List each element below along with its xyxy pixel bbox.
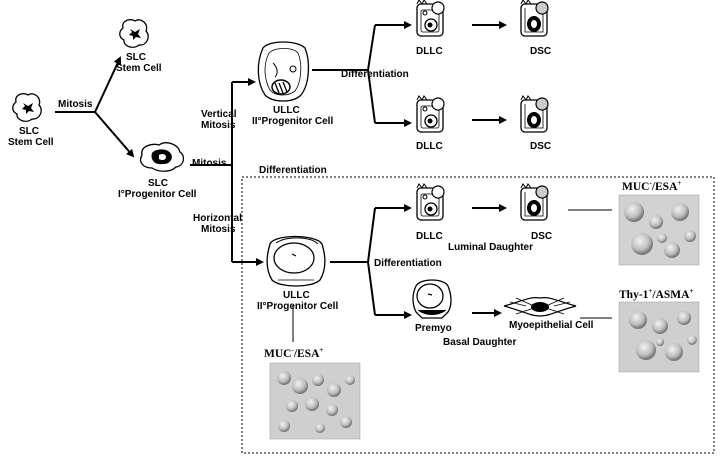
slc-progenitor-sublabel: I°Progenitor Cell bbox=[118, 189, 197, 200]
slc-progenitor-label: SLC bbox=[148, 178, 168, 189]
connectors bbox=[55, 21, 507, 319]
stem-cell-icon bbox=[12, 93, 42, 122]
vertical-label: Vertical bbox=[201, 109, 237, 120]
differentiation-mid-label: Differentiation bbox=[374, 258, 442, 269]
dsc-label-3: DSC bbox=[531, 231, 552, 242]
slc-left-label: SLC bbox=[19, 126, 39, 137]
mitosis-mid-label: Mitosis bbox=[192, 158, 227, 169]
dllc-label-3: DLLC bbox=[416, 231, 443, 242]
basal-daughter-label: Basal Daughter bbox=[443, 337, 516, 348]
myoepithelial-label: Myoepithelial Cell bbox=[509, 320, 594, 331]
differentiation-top-label: Differentiation bbox=[341, 69, 409, 80]
ullc-cell-icon bbox=[257, 41, 310, 102]
myoepithelial-cell-icon bbox=[503, 297, 577, 317]
dsc-cell-icon bbox=[520, 0, 549, 37]
dllc-cell-icon bbox=[416, 183, 445, 221]
dsc-cell-icon bbox=[520, 183, 549, 221]
dllc-cell-icon bbox=[416, 0, 445, 37]
dsc-cell-icon bbox=[520, 95, 549, 133]
ullc-bottom-label: ULLC bbox=[283, 290, 310, 301]
progenitor-cell-icon bbox=[139, 142, 185, 172]
dllc-label-1: DLLC bbox=[416, 46, 443, 57]
vertical-mitosis-label: Mitosis bbox=[201, 120, 236, 131]
dllc-label-2: DLLC bbox=[416, 141, 443, 152]
slc-top-label: SLC bbox=[126, 52, 146, 63]
marker-thy1-asma: Thy-1+/ASMA+ bbox=[619, 287, 693, 301]
differentiation-box bbox=[241, 176, 715, 454]
horizontal-label: Horizontal bbox=[193, 213, 242, 224]
horizontal-mitosis-label: Mitosis bbox=[201, 224, 236, 235]
ullc-bottom-sublabel: II°Progenitor Cell bbox=[257, 301, 338, 312]
mitosis-label: Mitosis bbox=[58, 99, 93, 110]
micrograph-image bbox=[618, 194, 700, 266]
slc-top-sublabel: Stem Cell bbox=[116, 63, 162, 74]
stem-cell-icon bbox=[119, 19, 149, 48]
luminal-daughter-label: Luminal Daughter bbox=[448, 242, 533, 253]
marker-muc-esa-top: MUC-/ESA+ bbox=[622, 179, 681, 193]
micrograph-image bbox=[618, 301, 700, 373]
dsc-label-1: DSC bbox=[530, 46, 551, 57]
micrograph-image bbox=[269, 362, 361, 440]
differentiation-box-label: Differentiation bbox=[259, 165, 327, 176]
ullc-top-label: ULLC bbox=[273, 105, 300, 116]
ullc-cell-icon bbox=[266, 235, 326, 287]
premyo-label: Premyo bbox=[415, 323, 452, 334]
marker-muc-esa-bottom: MUC-/ESA+ bbox=[264, 346, 323, 360]
slc-left-sublabel: Stem Cell bbox=[8, 137, 54, 148]
dllc-cell-icon bbox=[416, 95, 445, 133]
ullc-top-sublabel: II°Progenitor Cell bbox=[252, 116, 333, 127]
premyo-cell-icon bbox=[412, 279, 452, 319]
marker-leaders bbox=[292, 209, 612, 342]
dsc-label-2: DSC bbox=[530, 141, 551, 152]
